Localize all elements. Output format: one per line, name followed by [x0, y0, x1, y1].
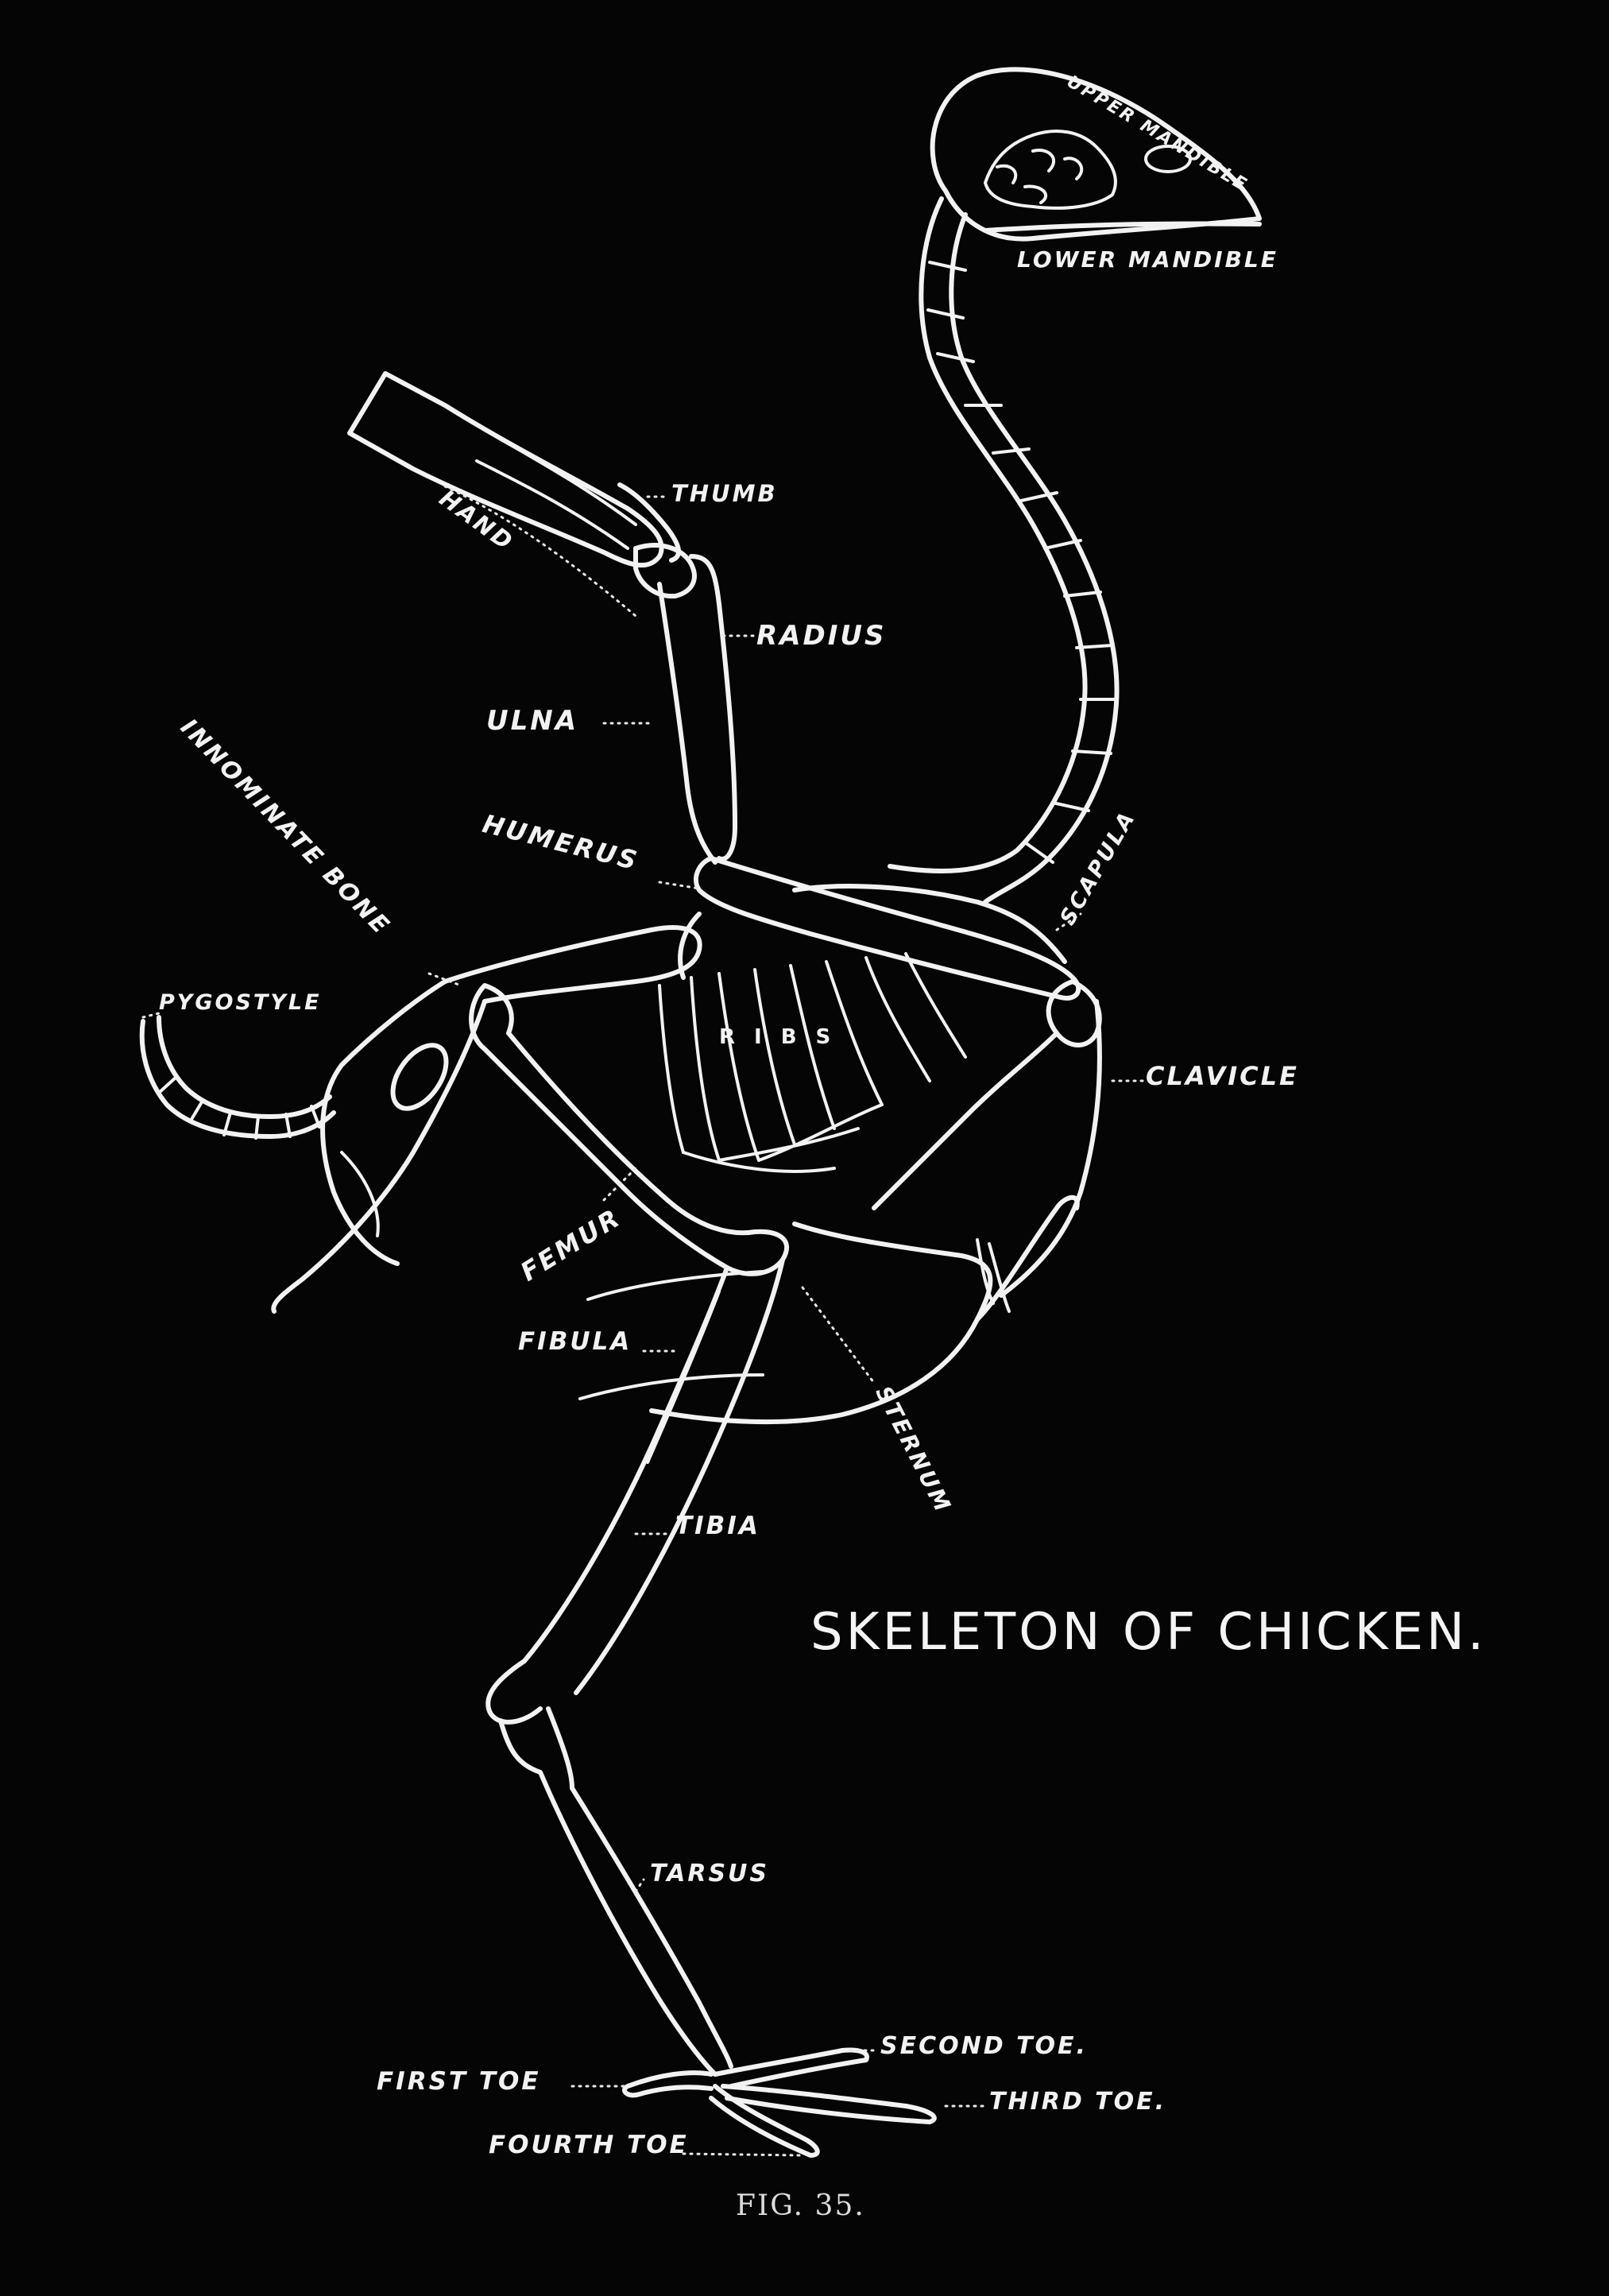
label-tibia: TIBIA: [675, 1512, 760, 1540]
tarsus: [498, 1706, 733, 2077]
label-second-toe: SECOND TOE.: [880, 2032, 1088, 2060]
figure-caption: FIG. 35.: [736, 2190, 865, 2222]
tibia: [485, 1257, 785, 1725]
wing: [347, 371, 1081, 1001]
label-lower-mandible: LOWER MANDIBLE: [1017, 246, 1278, 273]
figure-title: SKELETON OF CHICKEN.: [810, 1603, 1487, 1662]
label-ulna: ULNA: [486, 705, 579, 737]
label-fourth-toe: FOURTH TOE: [489, 2131, 689, 2159]
skull: [930, 67, 1262, 242]
toes: [622, 2047, 937, 2158]
label-third-toe: THIRD TOE.: [989, 2088, 1167, 2116]
thorax: [658, 884, 1102, 1298]
neck-vertebrae: [888, 196, 1120, 904]
label-tarsus: TARSUS: [650, 1860, 770, 1888]
label-fibula: FIBULA: [518, 1327, 632, 1356]
leader-lines: [141, 485, 1146, 2157]
label-ribs: RIBS: [719, 1025, 850, 1049]
tail-vertebrae: [139, 1015, 336, 1140]
label-radius: RADIUS: [756, 620, 887, 652]
label-pygostyle: PYGOSTYLE: [159, 990, 322, 1015]
label-clavicle: CLAVICLE: [1146, 1061, 1299, 1091]
label-thumb: THUMB: [671, 480, 778, 507]
pelvis: [271, 925, 702, 1314]
sternum: [578, 1194, 1080, 1425]
label-first-toe: FIRST TOE: [377, 2067, 541, 2096]
